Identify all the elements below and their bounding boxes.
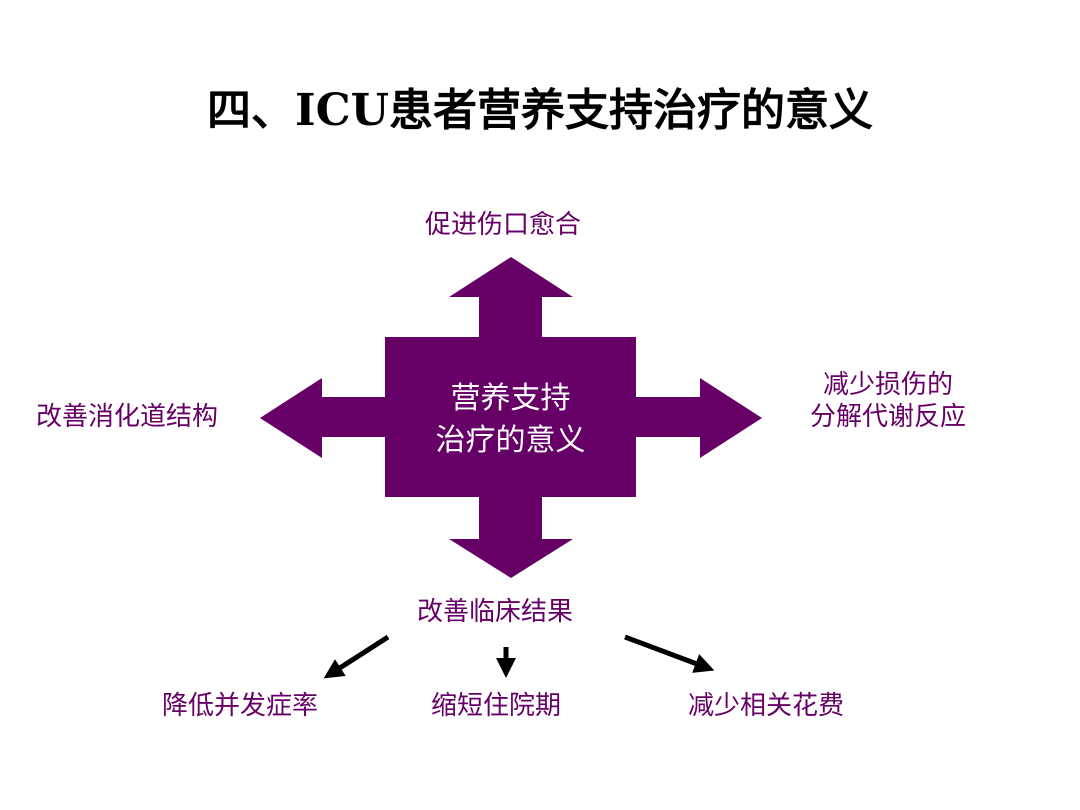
slide-title: 四、ICU患者营养支持治疗的意义 [207,85,873,136]
label-left: 改善消化道结构 [36,402,219,432]
label-right-line-2: 分解代谢反应 [809,402,966,432]
outcome-complications: 降低并发症率 [162,691,319,721]
arrow-to-cost [624,634,715,673]
outcome-hospital-stay: 缩短住院期 [431,691,562,721]
four-way-arrow [260,257,762,578]
arrow-to-complications [323,634,390,679]
label-bottom: 改善临床结果 [417,597,574,627]
label-right: 减少损伤的 分解代谢反应 [800,369,976,433]
label-top: 促进伤口愈合 [425,210,582,240]
center-line-1: 营养支持 [450,381,571,416]
center-line-2: 治疗的意义 [435,423,586,458]
label-right-line-1: 减少损伤的 [822,370,953,400]
outcome-costs: 减少相关花费 [688,691,845,721]
center-label: 营养支持 治疗的意义 [385,378,636,462]
